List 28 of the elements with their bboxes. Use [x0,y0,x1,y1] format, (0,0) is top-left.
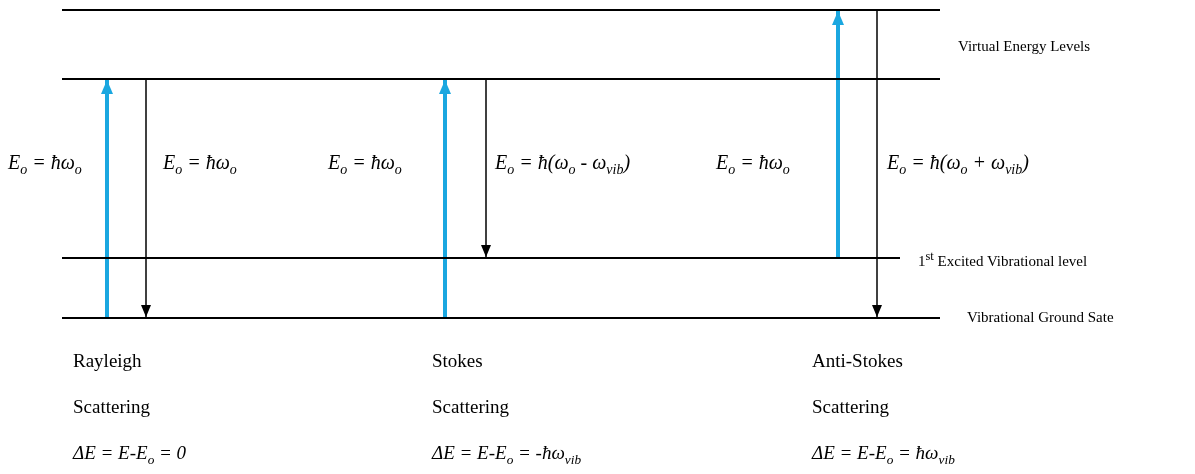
energy-equation: E$_{o}$ = ħ(ω$_{o}$ + ω$_{vib}$) [887,150,1029,179]
level-label: Virtual Energy Levels [958,37,1091,55]
transition-arrow [832,11,844,257]
energy-equation: E$_{o}$ = ħω$_{o}$ [716,150,790,179]
energy-level-line [62,9,940,11]
transition-arrow [872,10,882,318]
energy-equation: E$_{o}$ = ħ(ω$_{o}$ - ω$_{vib}$) [495,150,631,179]
energy-equation: E$_{o}$ = ħω$_{o}$ [163,150,237,179]
scattering-label: Rayleigh [73,350,142,373]
scattering-label: Scattering [812,396,890,419]
energy-formula: ΔE = E-E$_{o}$ = 0 [73,442,187,468]
energy-equation: E$_{o}$ = ħω$_{o}$ [328,150,402,179]
transition-arrow [101,80,113,317]
scattering-label: Scattering [432,396,510,419]
energy-level-line [62,257,900,259]
energy-equation: E$_{o}$ = ħω$_{o}$ [8,150,82,179]
energy-level-line [62,78,940,80]
transition-arrow [439,80,451,317]
scattering-label: Stokes [432,350,483,373]
energy-formula: ΔE = E-E$_{o}$ = -ħω$_{vib}$ [432,442,582,468]
scattering-label: Scattering [73,396,151,419]
energy-formula: ΔE = E-E$_{o}$ = ħω$_{vib}$ [812,442,955,468]
level-label: Vibrational Ground Sate [967,308,1114,326]
energy-level-line [62,317,940,319]
transition-arrow [481,79,491,258]
level-label: 1$^{st}$ Excited Vibrational level [918,249,1088,270]
transition-arrow [141,79,151,318]
scattering-label: Anti-Stokes [812,350,903,373]
